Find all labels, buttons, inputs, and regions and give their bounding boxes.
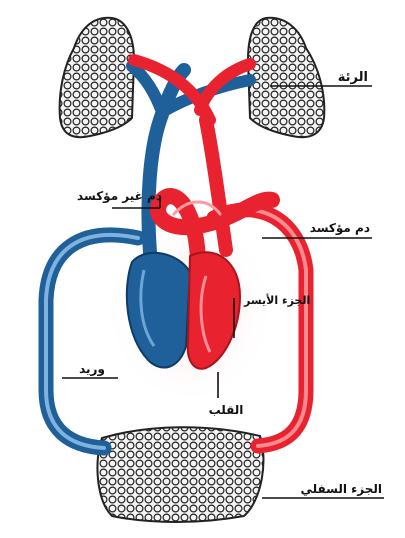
left-lung xyxy=(60,18,134,137)
label-lung: الرئة xyxy=(338,70,368,85)
label-deoxygenated-blood: دم غير مؤكسد xyxy=(77,189,162,204)
label-oxygenated-blood: دم مؤكسد xyxy=(310,221,370,236)
label-lower-part: الجزء السفلي xyxy=(300,482,382,496)
label-vein: وريد xyxy=(79,362,105,377)
right-lung xyxy=(248,18,324,137)
lower-body-capillaries xyxy=(97,427,263,522)
label-heart: القلب xyxy=(209,403,244,417)
label-left-side: الجزء الأيسر xyxy=(243,293,310,307)
heart xyxy=(127,252,240,368)
